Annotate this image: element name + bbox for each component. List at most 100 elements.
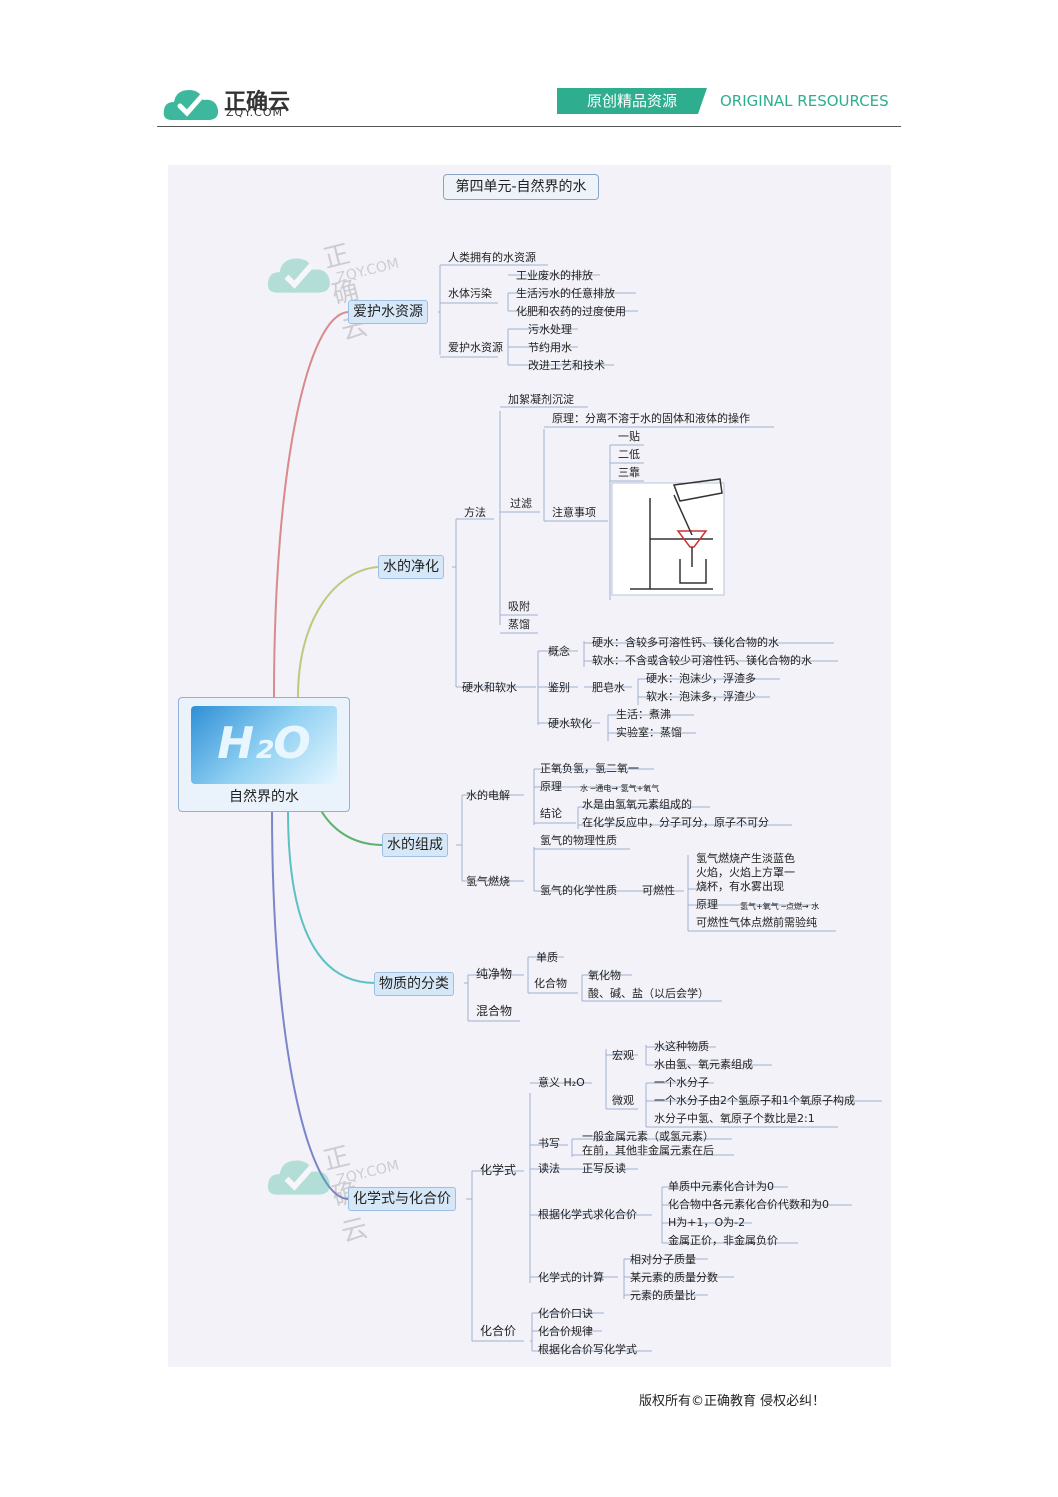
- central-topic-label: 自然界的水: [229, 789, 299, 805]
- node: 金属正价，非金属负价: [668, 1234, 778, 1247]
- equation-electrolysis: 水 ─通电→ 氢气+氧气: [580, 784, 660, 793]
- node: 氢气燃烧产生淡蓝色: [696, 852, 795, 865]
- node: 可燃性: [642, 884, 675, 897]
- node: 相对分子质量: [630, 1253, 696, 1266]
- node: 元素的质量比: [630, 1289, 696, 1302]
- node: 氢气燃烧: [466, 875, 510, 888]
- node: 一般金属元素（或氢元素）: [582, 1130, 714, 1143]
- node: 氢气的化学性质: [540, 884, 617, 897]
- node: 改进工艺和技术: [528, 359, 605, 372]
- node: 水这种物质: [654, 1040, 709, 1053]
- branch-matter-classification: 物质的分类: [374, 972, 454, 996]
- header-divider: [157, 126, 901, 127]
- node: 化合物: [534, 977, 567, 990]
- branch-water-composition: 水的组成: [382, 833, 448, 857]
- node: 生活：煮沸: [616, 708, 671, 721]
- node: 吸附: [508, 600, 530, 613]
- node: 硬水：泡沫少，浮渣多: [646, 672, 756, 685]
- node: 实验室：蒸馏: [616, 726, 682, 739]
- node: 污水处理: [528, 323, 572, 336]
- node: 化学式的计算: [538, 1271, 604, 1284]
- node: 一个水分子: [654, 1076, 709, 1089]
- cloud-check-logo-icon: [163, 90, 219, 120]
- node: 节约用水: [528, 341, 572, 354]
- filtration-apparatus-icon: [630, 478, 723, 590]
- node: 火焰，火焰上方罩一: [696, 866, 795, 879]
- node: 方法: [464, 506, 486, 519]
- node: 化合价口诀: [538, 1307, 593, 1320]
- h2o-text: H₂O: [217, 718, 311, 769]
- node: 二低: [618, 448, 640, 461]
- node: 根据化合价写化学式: [538, 1343, 637, 1356]
- branch-formula-valence: 化学式与化合价: [348, 1187, 456, 1211]
- node: 硬水：含较多可溶性钙、镁化合物的水: [592, 636, 779, 649]
- node: 结论: [540, 807, 562, 820]
- node: 加絮凝剂沉淀: [508, 393, 574, 406]
- node: 化肥和农药的过度使用: [516, 305, 626, 318]
- node: 人类拥有的水资源: [448, 251, 536, 264]
- node: 氧化物: [588, 969, 621, 982]
- node: 某元素的质量分数: [630, 1271, 718, 1284]
- node: 生活污水的任意排放: [516, 287, 615, 300]
- mind-map-panel: 正确云 ZQY.COM 正确云 ZQY.COM 爱护水资源 水的净化 水的组成 …: [168, 165, 891, 1367]
- node: H为+1，O为-2: [668, 1216, 746, 1229]
- node: 三靠: [618, 466, 640, 479]
- watermark: 正确云 ZQY.COM: [266, 1141, 401, 1249]
- node: 水的电解: [466, 789, 510, 802]
- node: 单质中元素化合计为0: [668, 1180, 774, 1193]
- branch-protect-water: 爱护水资源: [348, 300, 428, 324]
- node: 书写: [538, 1137, 560, 1150]
- node: 注意事项: [552, 506, 596, 519]
- node: 肥皂水: [592, 681, 625, 694]
- watermark: 正确云 ZQY.COM: [266, 239, 401, 347]
- node: 读法: [538, 1162, 560, 1175]
- node: 鉴别: [548, 681, 570, 694]
- node: 纯净物: [476, 967, 513, 981]
- node: 硬水和软水: [462, 681, 517, 694]
- equation-combustion: 氢气+氧气 ─点燃→ 水: [740, 902, 820, 911]
- node: 过滤: [510, 497, 532, 510]
- banner-original-cn: 原创精品资源: [557, 88, 707, 114]
- node: 化学式: [480, 1163, 517, 1177]
- node: 宏观: [612, 1049, 634, 1062]
- node: 根据化学式求化合价: [538, 1208, 637, 1221]
- node: 蒸馏: [508, 618, 530, 631]
- node: 工业废水的排放: [516, 269, 593, 282]
- node: 水是由氢氧元素组成的: [582, 798, 692, 811]
- node: 水分子中氢、氧原子个数比是2:1: [654, 1112, 815, 1125]
- node: 水由氢、氧元素组成: [654, 1058, 753, 1071]
- banner-original-en: ORIGINAL RESOURCES: [720, 92, 889, 110]
- node: 一个水分子由2个氢原子和1个氧原子构成: [654, 1094, 855, 1107]
- node: 原理：分离不溶于水的固体和液体的操作: [552, 412, 750, 425]
- node: 一贴: [618, 430, 640, 443]
- node: 化合物中各元素化合价代数和为0: [668, 1198, 829, 1211]
- node: 烧杯，有水雾出现: [696, 880, 784, 893]
- node: 单质: [536, 951, 558, 964]
- brand-name: 正确云: [224, 90, 291, 115]
- node: 氢气的物理性质: [540, 834, 617, 847]
- node: 软水：泡沫多，浮渣少: [646, 690, 756, 703]
- node: 水体污染: [448, 287, 492, 300]
- node: 原理: [540, 780, 562, 793]
- node: 正氧负氢，氢二氧一: [540, 762, 639, 775]
- node: 概念: [548, 645, 570, 658]
- node: 在前，其他非金属元素在后: [582, 1144, 714, 1157]
- node: 在化学反应中，分子可分，原子不可分: [582, 816, 769, 829]
- node: 意义 H₂O: [538, 1076, 585, 1089]
- node: 化合价: [480, 1324, 517, 1338]
- mind-map-connectors: [271, 264, 882, 1352]
- node: 正写反读: [582, 1162, 626, 1175]
- node: 微观: [612, 1094, 634, 1107]
- water-h2o-image: H₂O: [191, 706, 337, 784]
- map-title: 第四单元-自然界的水: [443, 174, 599, 200]
- node: 软水：不含或含较少可溶性钙、镁化合物的水: [592, 654, 812, 667]
- copyright-footer: 版权所有©正确教育 侵权必纠！: [639, 1394, 826, 1409]
- node: 原理: [696, 898, 718, 911]
- brand-domain: ZQY.COM: [226, 106, 284, 119]
- cloud-check-watermark-icon: [267, 1160, 330, 1195]
- node: 可燃性气体点燃前需验纯: [696, 916, 817, 929]
- central-topic: H₂O 自然界的水: [178, 697, 350, 812]
- node: 爱护水资源: [448, 341, 503, 354]
- node: 酸、碱、盐（以后会学）: [588, 987, 709, 1000]
- node: 混合物: [476, 1004, 513, 1018]
